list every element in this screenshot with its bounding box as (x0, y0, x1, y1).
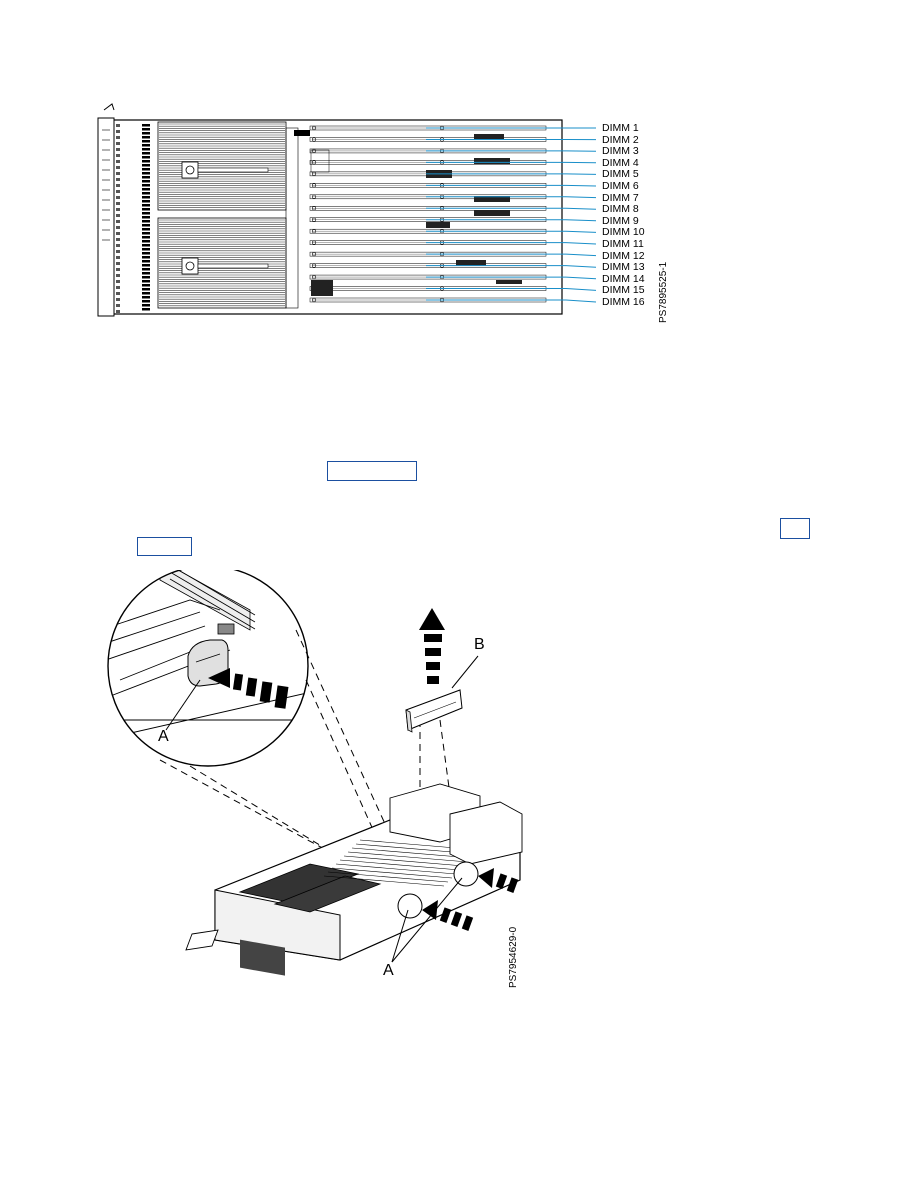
dimm-label: DIMM 9 (602, 214, 639, 227)
dimm-label: DIMM 1 (602, 122, 639, 134)
dimm-label: DIMM 16 (602, 296, 645, 308)
cross-reference-link-1[interactable] (327, 461, 417, 481)
dimm-label: DIMM 15 (602, 284, 645, 297)
compute-node (185, 783, 523, 976)
dimm-label: DIMM 8 (602, 203, 639, 216)
dimm-label: DIMM 7 (602, 191, 639, 204)
dimm-label: DIMM 2 (602, 133, 639, 146)
callout-a-zoom: A (158, 728, 169, 745)
dimm-label: DIMM 13 (602, 261, 645, 274)
dimm-label: DIMM 12 (602, 249, 645, 262)
system-board-drawing (97, 103, 597, 317)
dimm-label: DIMM 6 (602, 180, 639, 192)
cross-reference-link-3[interactable] (137, 537, 192, 556)
heat-sink (116, 121, 287, 313)
callout-a-node: A (383, 962, 394, 979)
callout-b: B (474, 636, 485, 653)
dimm-label: DIMM 14 (602, 272, 645, 285)
dimm-label: DIMM 3 (602, 145, 639, 158)
dimm-removal-drawing (107, 570, 523, 976)
dimm-label: DIMM 11 (602, 238, 644, 250)
dimm-label: DIMM 4 (602, 156, 639, 169)
dimm-label: DIMM 5 (602, 168, 639, 181)
figure-id-1: PS7895525-1 (658, 261, 669, 323)
dimm-leader-lines (426, 127, 597, 303)
cross-reference-link-2[interactable] (780, 518, 810, 539)
dimm-removal-figure: A B A PS7954629-0 (100, 570, 540, 990)
dimm-label: DIMM 10 (602, 226, 645, 239)
figure-id-2: PS7954629-0 (508, 926, 519, 988)
dimm-module (405, 689, 463, 733)
